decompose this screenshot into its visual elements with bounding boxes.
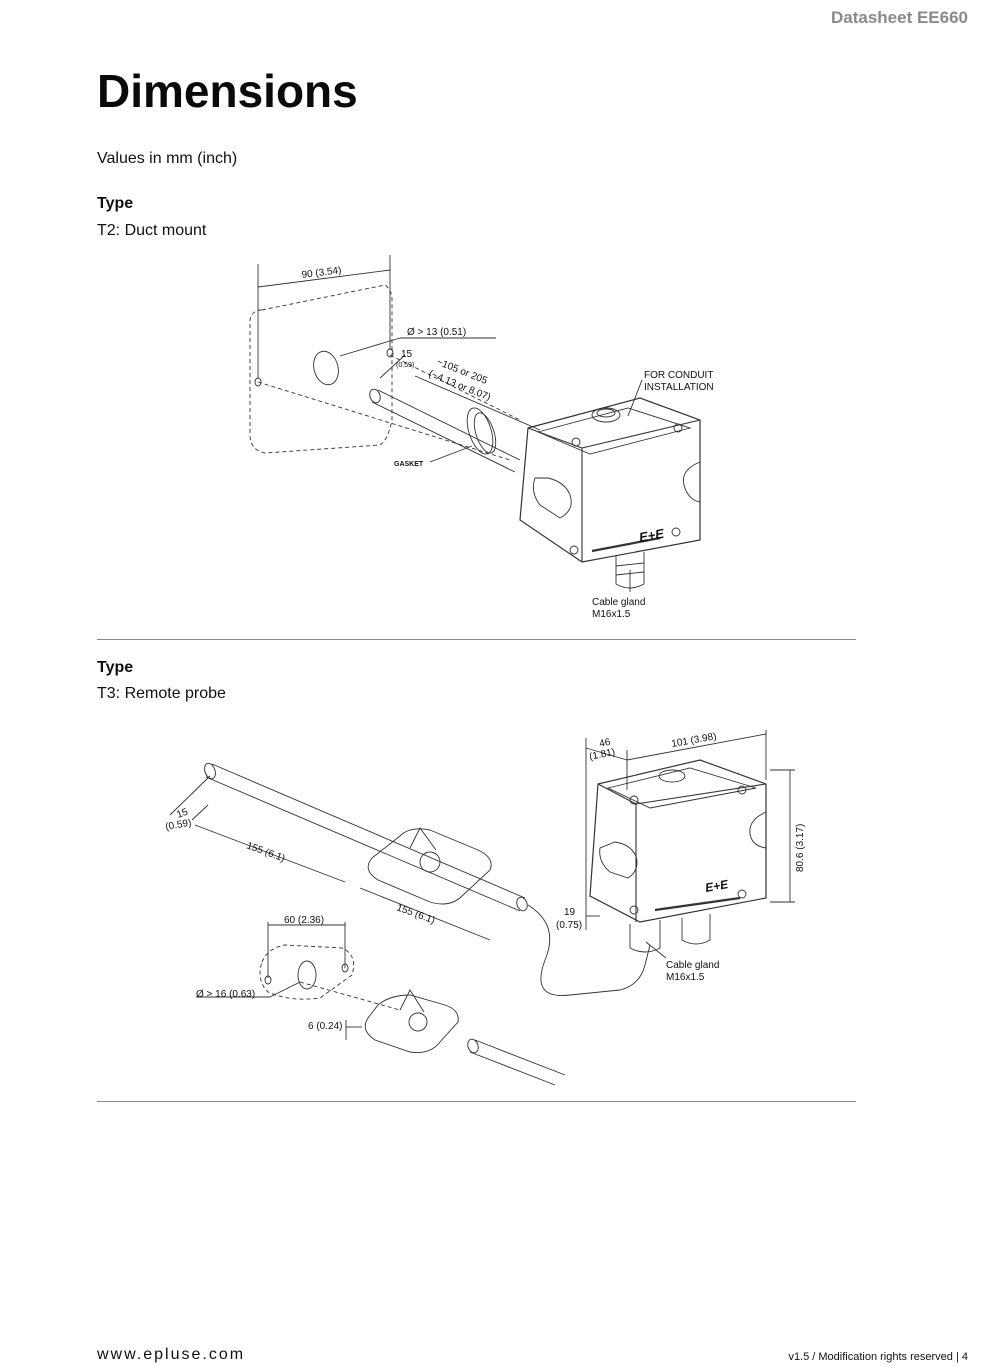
section-divider xyxy=(97,639,856,640)
t2-type-label: Type xyxy=(97,195,134,212)
t3-type-name: T3: Remote probe xyxy=(97,685,226,702)
t3-housing-logo: E+E xyxy=(704,877,730,895)
t3-depth-mm: 46 xyxy=(598,737,612,750)
t2-conduit-label: FOR CONDUIT xyxy=(644,370,713,381)
t3-flange-in: (0.75) xyxy=(556,920,582,931)
t3-type-label: Type xyxy=(97,659,134,676)
t3-probe-length-a: 155 (6.1) xyxy=(245,840,286,864)
page-title: Dimensions xyxy=(97,65,358,117)
t3-height-dim: 80.6 (3.17) xyxy=(795,824,806,872)
t3-gland-spec: M16x1.5 xyxy=(666,972,705,983)
t3-flange-mm: 19 xyxy=(564,907,576,918)
footer-website: www.epluse.com xyxy=(97,1346,246,1363)
t3-depth-in: (1.81) xyxy=(588,747,616,763)
t2-gasket-label: GASKET xyxy=(394,461,424,468)
footer-version: v1.5 / Modification rights reserved | 4 xyxy=(788,1351,968,1363)
section-divider-bottom xyxy=(97,1101,856,1102)
t3-remote-probe-drawing: 46 (1.81) 101 (3.98) 80.6 (3.17) 15 (0.5… xyxy=(165,730,806,1086)
document-header-title: Datasheet EE660 xyxy=(830,8,968,27)
t2-duct-mount-drawing: 90 (3.54) Ø > 13 (0.51) 15 (0.59) ~105 o… xyxy=(249,255,714,620)
t3-gland-label: Cable gland xyxy=(666,960,719,971)
units-note: Values in mm (inch) xyxy=(97,150,238,167)
t3-hole-dia-dim: Ø > 16 (0.63) xyxy=(196,989,255,1000)
t2-conduit-label-2: INSTALLATION xyxy=(644,382,714,393)
t3-probe-length-b: 155 (6.1) xyxy=(395,902,436,926)
t2-gland-spec: M16x1.5 xyxy=(592,609,631,620)
t3-tip-mm: 15 xyxy=(175,807,190,821)
t2-width-dim: 90 (3.54) xyxy=(301,265,342,281)
t2-hole-dia-dim: Ø > 13 (0.51) xyxy=(407,327,466,338)
t2-offset-mm: 15 xyxy=(401,349,413,360)
t2-gland-label: Cable gland xyxy=(592,597,645,608)
t3-hole-spacing-dim: 60 (2.36) xyxy=(284,915,324,926)
t3-flange-thickness-dim: 6 (0.24) xyxy=(308,1021,342,1032)
t2-offset-in: (0.59) xyxy=(396,362,414,369)
t3-tip-in: (0.59) xyxy=(165,818,193,833)
t2-housing-logo: E+E xyxy=(638,526,665,545)
t2-type-name: T2: Duct mount xyxy=(97,222,207,239)
